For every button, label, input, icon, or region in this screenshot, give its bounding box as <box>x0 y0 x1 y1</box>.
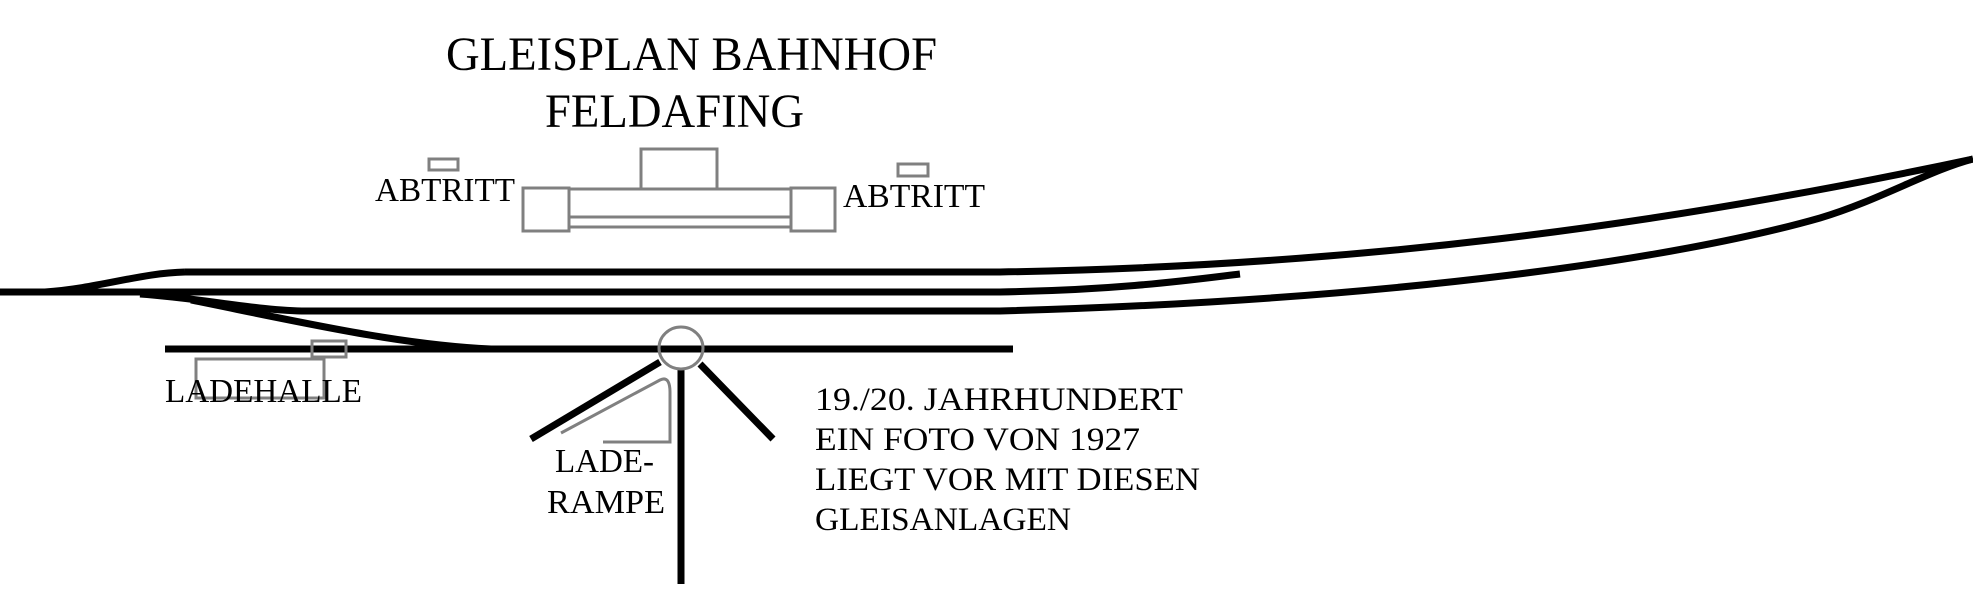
station-tower <box>639 147 719 191</box>
note-line-4: Gleisanlagen <box>815 502 1071 538</box>
laderampe-outline <box>560 377 672 444</box>
abtritt-left-label: Abtritt <box>375 172 515 209</box>
ladehalle-building <box>194 357 326 400</box>
station-main-hall <box>567 187 793 229</box>
abtritt-left-building <box>427 157 460 172</box>
tracks <box>0 155 1973 584</box>
track-1 <box>185 155 1973 276</box>
note-line-3: liegt vor mit diesen <box>815 462 1200 498</box>
abtritt-right-label: Abtritt <box>843 178 985 215</box>
turntable <box>657 325 705 371</box>
station-wing-left <box>521 186 571 233</box>
laderampe-label-line-2: Rampe <box>547 484 665 521</box>
stub-track-right <box>697 361 776 442</box>
laderampe-label-line-1: Lade- <box>555 443 654 480</box>
note-line-2: Ein Foto von 1927 <box>815 422 1140 458</box>
title-line-2: Feldafing <box>545 85 804 138</box>
station-building <box>521 147 837 233</box>
note-line-1: 19./20. Jahrhundert <box>815 382 1183 418</box>
main-track <box>0 270 1241 296</box>
track-3 <box>139 155 1973 315</box>
ladehalle-annex <box>310 339 348 359</box>
ladehalle-label: Ladehalle <box>165 373 362 410</box>
abtritt-right-building <box>896 162 930 178</box>
station-wing-right <box>789 186 837 233</box>
stub-track-left <box>529 358 662 443</box>
title-line-1: Gleisplan Bahnhof <box>446 28 937 81</box>
